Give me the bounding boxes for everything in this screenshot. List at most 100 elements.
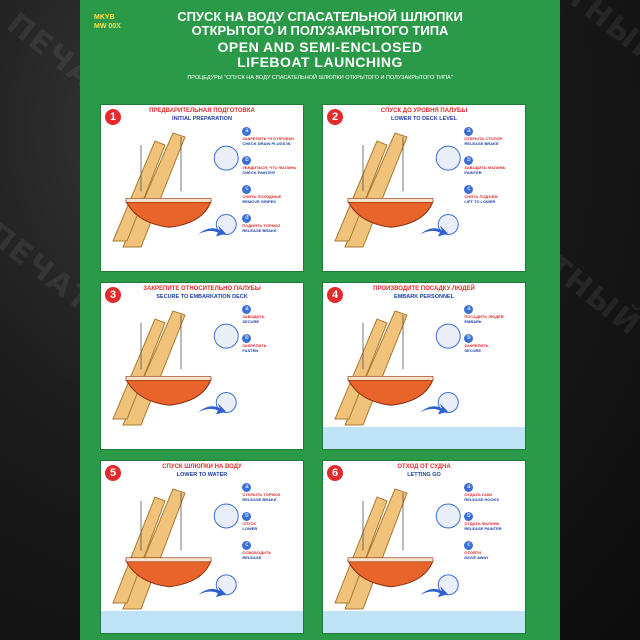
- instruction-ru: ОТДАТЬ ФАЛИНЬ: [464, 521, 500, 526]
- step-letter: b: [464, 334, 474, 343]
- instruction-ru: ОСВОБОДИТЬ: [242, 550, 272, 555]
- step-letter: c: [242, 541, 252, 550]
- step-letter: d: [242, 214, 252, 223]
- instruction-ru: ПОСАДИТЬ ЛЮДЕЙ: [464, 314, 504, 319]
- instruction-en: SECURE: [242, 319, 260, 324]
- step-panel-3: 3 ЗАКРЕПИТЕ ОТНОСИТЕЛЬНО ПАЛУБЫ SECURE TO …: [100, 282, 304, 450]
- instruction-en: RELEASE PAINTER: [464, 526, 502, 531]
- step-title-ru: ПРЕДВАРИТЕЛЬНАЯ ПОДГОТОВКА: [149, 108, 255, 114]
- instruction-en: PAINTER: [464, 170, 482, 175]
- step-letter: a: [464, 127, 474, 136]
- step-panel-4: 4 ПРОИЗВОДИТЕ ПОСАДКУ ЛЮДЕЙ EMBARK PERSONN…: [322, 282, 526, 450]
- step-number: 4: [327, 287, 343, 303]
- instruction-en: RELEASE BRAKE: [242, 228, 277, 233]
- lifeboat-illustration: [112, 310, 239, 426]
- title-ru-1: СПУСК НА ВОДУ СПАСАТЕЛЬНОЙ ШЛЮПКИ: [177, 9, 463, 24]
- step-letter: a: [242, 127, 252, 136]
- step-letter: b: [242, 334, 252, 343]
- poster-subtitle: ПРОЦЕДУРЫ "СПУСК НА ВОДУ СПАСАТЕЛЬНОЙ ШЛ…: [187, 75, 453, 81]
- step-number: 5: [105, 465, 121, 481]
- step-title-en: LETTING GO: [407, 472, 441, 478]
- boat-rail: [125, 375, 212, 381]
- instruction-en: CHECK DRAIN PLUGS IN: [242, 141, 291, 146]
- davit-arm: [122, 132, 186, 248]
- direction-arrow: [197, 225, 226, 237]
- direction-arrow: [419, 225, 448, 237]
- instruction-ru: ОТОЙТИ: [464, 550, 482, 555]
- instruction-ru: ОТКРЫТЬ СТОПОР: [464, 136, 503, 141]
- safety-poster: MKYB MW 00Х СПУСК НА ВОДУ СПАСАТЕЛЬНОЙ Ш…: [80, 0, 560, 640]
- title-en-1: OPEN AND SEMI-ENCLOSED: [217, 39, 423, 55]
- lifeboat-hull: [347, 378, 434, 406]
- instruction-en: RELEASE BRAKE: [242, 497, 277, 502]
- step-letter: b: [464, 512, 474, 521]
- boat-rail: [125, 557, 212, 563]
- step-letter: c: [464, 185, 474, 194]
- step-title-en: SECURE TO EMBARKATION DECK: [156, 294, 248, 300]
- instruction-en: LOWER: [242, 526, 258, 531]
- instruction-en: EMBARK: [464, 319, 482, 324]
- boat-rail: [125, 197, 212, 203]
- direction-arrow: [419, 586, 448, 598]
- lifeboat-illustration: [323, 310, 525, 449]
- instruction-en: FASTEN: [242, 348, 259, 353]
- davit-arm: [122, 488, 186, 610]
- step-letter: a: [242, 305, 252, 314]
- instruction-ru: ПОДНЯТЬ ТОРМОЗ: [242, 223, 281, 228]
- lifeboat-hull: [347, 560, 434, 588]
- detail-circle: [213, 503, 239, 529]
- water: [323, 611, 525, 633]
- instruction-ru: ОТДАТЬ ГАКИ: [464, 492, 493, 497]
- instruction-ru: ЗАКРЕПИТЬ ЧТО ПРОБКИ: [242, 136, 294, 141]
- davit-arm: [344, 488, 408, 610]
- instruction-ru: ОТКРЫТЬ ТОРМОЗ: [242, 492, 281, 497]
- step-letter: a: [464, 483, 474, 492]
- lifeboat-illustration: [334, 132, 461, 248]
- instruction-en: CHECK PAINTER: [242, 170, 275, 175]
- step-title-ru: ПРОИЗВОДИТЕ ПОСАДКУ ЛЮДЕЙ: [373, 286, 475, 292]
- instruction-en: RELEASE: [242, 555, 262, 560]
- instruction-ru: ЗАКРЕПИТЬ: [464, 343, 489, 348]
- boat-rail: [347, 557, 434, 563]
- step-number: 3: [105, 287, 121, 303]
- step-number: 6: [327, 465, 343, 481]
- instruction-en: REMOVE GRIPES: [242, 199, 276, 204]
- step-letter: c: [464, 541, 474, 550]
- step-title-ru: ЗАКРЕПИТЕ ОТНОСИТЕЛЬНО ПАЛУБЫ: [143, 286, 261, 292]
- poster-code-2: MW 00Х: [94, 23, 121, 30]
- step-title-en: EMBARK PERSONNEL: [394, 294, 454, 300]
- direction-arrow: [197, 403, 226, 415]
- lifeboat-hull: [125, 378, 212, 406]
- instruction-ru: СПУСК: [242, 521, 256, 526]
- lifeboat-illustration: [323, 488, 525, 633]
- title-ru-2: ОТКРЫТОГО И ПОЛУЗАКРЫТОГО ТИПА: [191, 23, 449, 38]
- lifeboat-illustration: [112, 132, 239, 248]
- step-number: 2: [327, 109, 343, 125]
- instruction-ru: ЗАВОДИТЬ: [242, 314, 265, 319]
- instruction-ru: ЗАВОДИТЬ ФАЛИНЬ: [464, 165, 506, 170]
- title-en-2: LIFEBOAT LAUNCHING: [237, 54, 403, 70]
- step-title-en: INITIAL PREPARATION: [172, 116, 232, 122]
- lifeboat-hull: [125, 200, 212, 228]
